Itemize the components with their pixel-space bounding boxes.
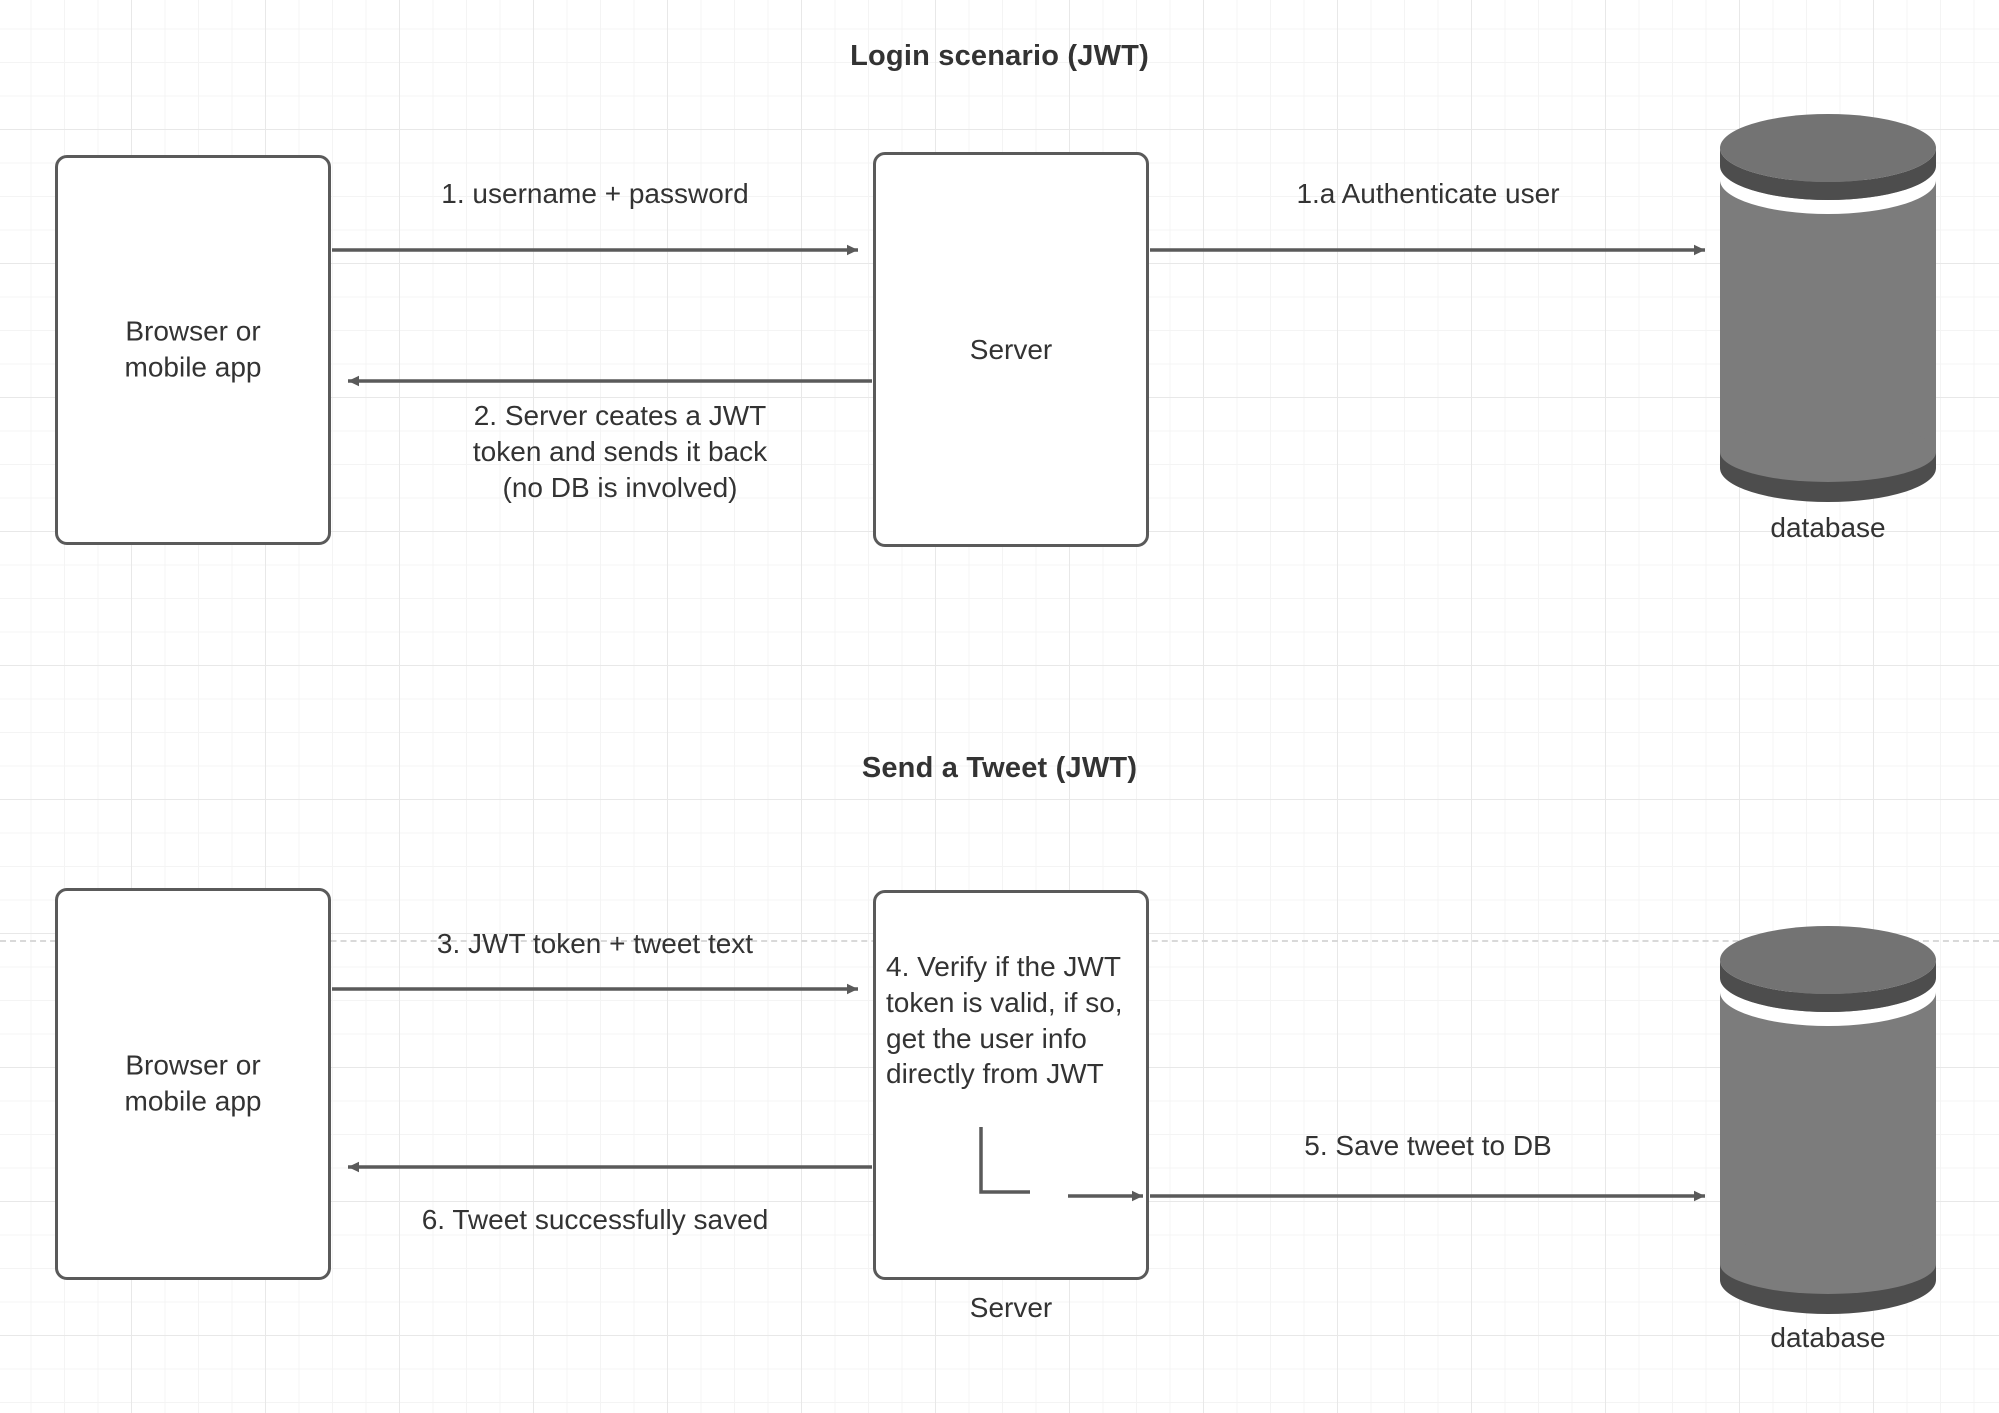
node-label: Browser or mobile app	[124, 315, 262, 383]
edge-label-6: 6. Tweet successfully saved	[421, 1204, 769, 1235]
node-label: 4. Verify if the JWT token is valid, if …	[886, 951, 1123, 1090]
node-browser-or-mobile-app-top[interactable]: Browser or mobile app	[55, 155, 331, 545]
edge-label-1: 1. username + password	[441, 178, 749, 209]
edge-label-3: 3. JWT token + tweet text	[436, 928, 754, 959]
node-label: Server	[969, 333, 1053, 365]
node-server-bottom-caption: Server	[969, 1292, 1053, 1323]
section-title-login: Login scenario (JWT)	[850, 40, 1149, 72]
node-label: Browser or mobile app	[124, 1049, 262, 1117]
section-title-send-tweet: Send a Tweet (JWT)	[861, 752, 1138, 784]
node-server-top[interactable]: Server	[873, 152, 1149, 547]
node-database-top-caption: database	[1770, 512, 1886, 543]
edge-label-2: 2. Server ceates a JWT token and sends i…	[472, 400, 768, 503]
node-database-top[interactable]	[1716, 108, 1940, 508]
node-browser-or-mobile-app-bottom[interactable]: Browser or mobile app	[55, 888, 331, 1280]
edge-label-5: 5. Save tweet to DB	[1304, 1130, 1552, 1161]
node-server-bottom[interactable]: 4. Verify if the JWT token is valid, if …	[873, 890, 1149, 1280]
node-database-bottom-caption: database	[1770, 1322, 1886, 1353]
node-database-bottom[interactable]	[1716, 920, 1940, 1320]
edge-label-1a: 1.a Authenticate user	[1296, 178, 1560, 209]
